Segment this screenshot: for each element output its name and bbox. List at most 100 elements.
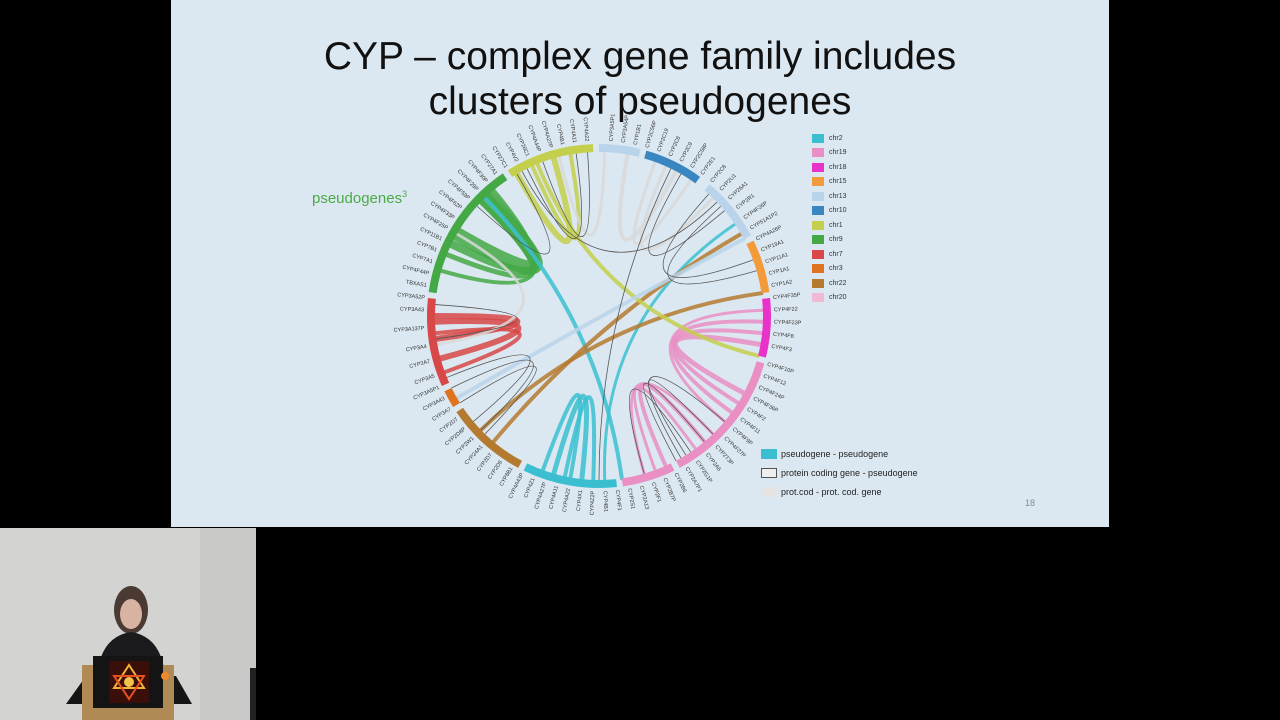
- link-swatch: [761, 448, 777, 459]
- gene-link-ribbon: [491, 232, 744, 444]
- gene-link-ribbon: [435, 232, 525, 346]
- link-legend-item: prot.cod - prot. cod. gene: [761, 482, 918, 501]
- chr-swatch: [812, 278, 824, 288]
- gene-link-line: [598, 168, 672, 481]
- gene-label: CYP4F22: [774, 307, 798, 314]
- chr-label: chr10: [829, 207, 847, 215]
- chr-label: chr19: [829, 149, 847, 157]
- gene-link-ribbon: [551, 393, 590, 482]
- gene-label: CYP3A5: [414, 373, 436, 386]
- chr-legend-item: chr2: [812, 131, 847, 146]
- page-number: 18: [1025, 498, 1036, 508]
- gene-link-ribbon: [629, 382, 715, 476]
- link-legend-item: pseudogene - pseudogene: [761, 444, 918, 463]
- pseudogenes-label: pseudogenes3: [312, 189, 407, 207]
- gene-link-ribbon: [454, 237, 746, 400]
- gene-label: CYP4X1: [576, 490, 584, 512]
- gene-label: CYP4F2: [746, 407, 767, 423]
- chr-label: chr20: [829, 294, 847, 302]
- podium-light-icon: [161, 672, 169, 680]
- gene-link-line: [476, 173, 551, 255]
- link-swatch: [761, 486, 777, 497]
- gene-label: CYP2A13: [638, 485, 650, 510]
- pseudogenes-label-text: pseudogenes: [312, 190, 403, 207]
- chr-label: chr2: [829, 134, 843, 142]
- gene-label: TBXAS1: [405, 279, 427, 289]
- gene-label: CYP4A22: [582, 117, 590, 142]
- chr-label: chr9: [829, 236, 843, 244]
- link-label: protein coding gene - pseudogene: [781, 467, 918, 478]
- chr-swatch: [812, 191, 824, 201]
- chr-label: chr18: [829, 163, 847, 171]
- chr-legend-item: chr9: [812, 233, 847, 248]
- chr-legend-item: chr13: [812, 189, 847, 204]
- gene-link-ribbon: [557, 150, 607, 237]
- gene-link-ribbon: [479, 291, 764, 432]
- gene-label: CYP1B1: [633, 124, 643, 146]
- chr-label: chr1: [829, 221, 843, 229]
- gene-link-line: [667, 205, 757, 285]
- gene-link-line: [521, 171, 718, 253]
- chromosome-legend: chr2 chr19 chr18 chr15 chr13 chr10 chr1 chr9 chr…: [812, 131, 847, 305]
- gene-label: CYP4B1: [602, 491, 609, 512]
- gene-link-ribbon: [483, 196, 624, 481]
- chr-swatch: [812, 133, 824, 143]
- gene-label: CYP11B1: [419, 227, 443, 243]
- gene-link-ribbon: [433, 327, 522, 375]
- presenter-scene: [0, 528, 256, 720]
- chr-swatch: [812, 148, 824, 158]
- gene-label: CYP4F8: [773, 332, 794, 340]
- gene-link-line: [647, 379, 714, 456]
- gene-link-ribbon: [562, 395, 597, 482]
- gene-label: CYP2D6: [487, 460, 504, 481]
- gene-label: CYP4F10P: [766, 362, 794, 375]
- chr-swatch: [812, 206, 824, 216]
- chromosome-arc: [428, 173, 508, 294]
- link-label: prot.cod - prot. cod. gene: [781, 486, 882, 497]
- chromosome-arc: [507, 144, 594, 177]
- gene-link-ribbon: [535, 161, 761, 358]
- gene-label: CYP2C56P: [645, 120, 659, 149]
- gene-link-line: [542, 152, 590, 237]
- gene-link-line: [451, 359, 534, 431]
- gene-link-line: [628, 388, 692, 474]
- gene-link-ribbon: [540, 392, 583, 480]
- gene-label: CYP4F12: [762, 373, 786, 387]
- chromosome-arc: [758, 298, 771, 358]
- chr-label: chr13: [829, 192, 847, 200]
- chromosome-arc: [675, 361, 765, 468]
- chr-legend-item: chr20: [812, 291, 847, 306]
- slide: CYP – complex gene family includes clust…: [171, 0, 1109, 527]
- chr-swatch: [812, 249, 824, 259]
- gene-label: CYP4A22: [562, 488, 572, 513]
- gene-label: CYP4A11: [568, 119, 577, 143]
- gene-label: CYP7B1: [416, 240, 438, 253]
- gene-link-ribbon: [603, 222, 737, 482]
- gene-link-line: [526, 153, 583, 239]
- gene-link-line: [648, 173, 725, 256]
- gene-link-line: [662, 193, 754, 278]
- chromosome-arc: [456, 407, 523, 468]
- chr-swatch: [812, 264, 824, 274]
- chromosome-arc: [704, 184, 751, 240]
- gene-label: CYP2C9: [679, 141, 694, 163]
- chr-label: chr7: [829, 250, 843, 258]
- slide-title: CYP – complex gene family includes clust…: [171, 34, 1109, 124]
- chr-legend-item: chr10: [812, 204, 847, 219]
- gene-label: CYP4A11: [548, 485, 560, 509]
- link-swatch: [761, 467, 777, 478]
- gene-label: CYP2S1: [626, 488, 636, 510]
- gene-label: CYP4F23P: [774, 320, 802, 327]
- gene-label: CYP3A137P: [393, 326, 425, 334]
- gene-label: CYP2F1: [650, 482, 662, 504]
- gene-label: CYP3A7: [431, 407, 452, 423]
- chr-legend-item: chr22: [812, 276, 847, 291]
- gene-label: CYP4A27P: [534, 481, 548, 510]
- gene-link-ribbon: [432, 318, 522, 362]
- chr-legend-item: chr15: [812, 175, 847, 190]
- gene-label: CYP2B7P: [661, 477, 676, 503]
- chr-swatch: [812, 162, 824, 172]
- chromosome-arc: [523, 463, 617, 488]
- gene-link-line: [435, 304, 518, 340]
- gene-label: CYP4F3: [771, 344, 793, 354]
